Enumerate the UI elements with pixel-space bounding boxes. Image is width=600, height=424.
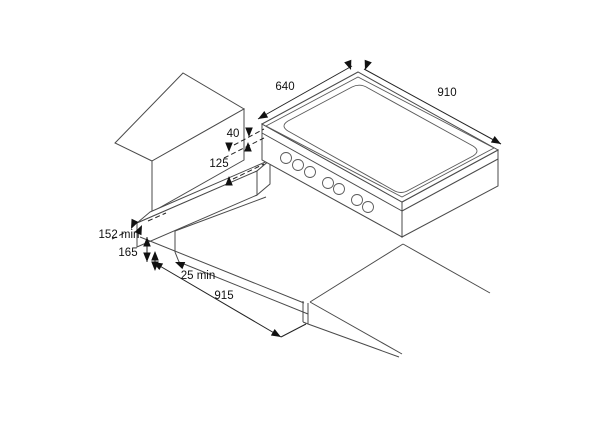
right-counter-lip-edge [307,323,400,358]
cooktop-top-face [260,71,500,203]
knob-5 [333,183,345,195]
cabinet-front-face [151,108,245,213]
dim-line-640 [257,65,353,120]
dim-arrow [256,110,269,123]
dim-arrow [143,252,151,262]
cabinet-box [114,72,245,213]
dim-arrow [490,135,503,148]
knob-2 [292,159,304,171]
dimension-labels: 640 910 40 125 152 min 165 25 min 915 [99,81,457,302]
cooktop [260,71,500,238]
dim-arrow [244,142,252,152]
knob-3 [304,166,316,178]
worktop-notch-right [302,301,309,325]
lip-left-end [174,251,180,263]
right-counter-back-left-edge [309,243,404,303]
cooktop-rim-band-right [401,158,499,212]
right-counter-front-edge [309,301,403,355]
notch-bottom [302,321,309,325]
knob-1 [280,152,292,164]
right-counter-back-right-edge [402,243,491,294]
dim-label-152-min: 152 min [99,229,140,241]
cooktop-rim-band-left [261,132,403,212]
dim-label-40: 40 [227,128,240,140]
dim-line-915 [152,261,282,338]
dim-arrow [270,328,283,341]
dim-arrow [361,59,372,72]
dim-line-910 [363,68,502,145]
worktop-right-section [307,243,491,358]
dim-label-915: 915 [214,290,233,302]
dim-label-640: 640 [275,81,294,93]
dim-label-910: 910 [437,87,456,99]
dim-ext-915 [280,323,307,338]
dim-arrow [173,258,186,270]
niche-back-cut-edge [174,196,267,232]
dim-label-125: 125 [209,158,228,170]
dim-label-165: 165 [118,247,137,259]
niche-front-cut-edge [139,236,305,304]
knob-4 [322,177,334,189]
cooktop-glass-rounded-outline [283,84,478,193]
support-ledge [136,158,271,248]
dim-dash-152-left [111,231,127,240]
worktop-front-edge [178,261,309,315]
knob-6 [351,194,363,206]
ledge-front-face [136,170,258,248]
dim-dash-152-right [147,212,167,222]
dim-dash-40-top [233,128,265,146]
cooktop-top-rim-inset [265,76,495,198]
dim-dash-125 [232,163,265,180]
dim-label-25-min: 25 min [181,270,216,282]
dim-arrow [151,251,159,261]
worktop-left-and-lip [139,196,309,315]
dimension-lines [111,59,503,341]
knob-7 [362,201,374,213]
control-knobs [280,152,374,213]
